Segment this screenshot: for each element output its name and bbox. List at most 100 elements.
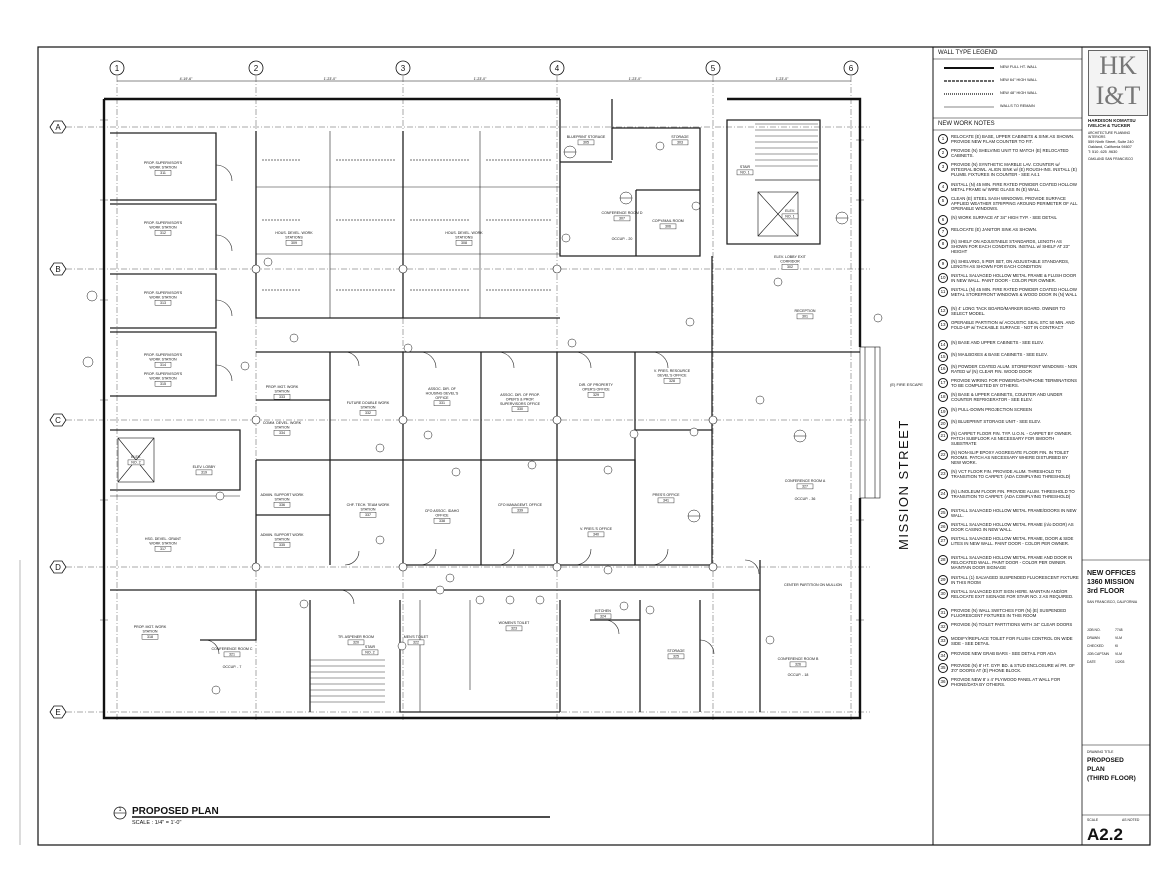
note-text: PROVIDE (N) TOILET PARTITIONS WITH 34" C…	[951, 622, 1073, 628]
note-item: 18(N) BASE & UPPER CABINETS, COUNTER AND…	[938, 392, 1080, 403]
room-number: 329	[593, 393, 599, 397]
occupancy-conf-d: OCCUP. - 20	[612, 237, 633, 241]
room-number: NO. 2	[365, 650, 374, 654]
note-text: (N) BLUEPRINT STORAGE UNIT - SEE ELEV.	[951, 418, 1041, 424]
note-number: 33	[938, 636, 948, 647]
door-swings	[204, 164, 760, 655]
note-number: 20	[938, 418, 948, 429]
room-number-box	[613, 215, 631, 222]
note-item: 12(N) 4' LONG TACK BOARD/MARKER BOARD. O…	[938, 306, 1080, 317]
room-number-box	[659, 223, 677, 230]
note-number: 23	[938, 469, 948, 480]
room-label-r11: ELEV.NO. 1	[781, 209, 799, 220]
note-number: 34	[938, 650, 948, 661]
note-number: 22	[938, 450, 948, 461]
room-number: 338	[439, 519, 445, 523]
room-number-box	[736, 169, 754, 176]
note-text: INSTALL SALVAGED HOLLOW METAL FRAME & FL…	[951, 272, 1077, 283]
drawing-title-2: PLAN	[1087, 766, 1105, 773]
note-item: 15(N) MAILBOXES & BASE CABINETS - SEE EL…	[938, 351, 1080, 362]
note-text: (N) LINOLEUM FLOOR FIN. PROVIDE ALUM. TH…	[951, 488, 1075, 499]
room-number-box	[154, 381, 172, 387]
note-number: 13	[938, 320, 948, 331]
room-number-box	[511, 406, 529, 412]
room-number: 337	[365, 513, 371, 517]
room-number: 319	[201, 470, 207, 474]
note-text: (N) SHELF ON ADJUSTABLE STANDARDS, LENGT…	[951, 239, 1070, 255]
grid-col-5: 5	[711, 64, 716, 73]
plan-title-block: 1 PROPOSED PLAN SCALE : 1/4" = 1'-0"	[113, 806, 550, 826]
grid-column-bubbles: 1 2 3 4 5 6	[109, 60, 859, 76]
note-number: 21	[938, 431, 948, 441]
note-text: PROVIDE WIRING FOR POWER/DATA/PHONE TERM…	[951, 378, 1077, 389]
note-text: OPERABLE PARTITION w/ ACOUSTIC SEAL STC …	[951, 320, 1075, 331]
grid-row-b: B	[55, 265, 60, 274]
interior-walls	[110, 99, 860, 713]
project-field-label: DATE	[1087, 660, 1096, 664]
room-name: KITCHEN	[595, 609, 611, 613]
note-text: PROVIDE NEW GRAB BARS - SEE DETAIL FOR A…	[951, 650, 1057, 656]
room-number: 334	[279, 431, 285, 435]
room-number: 301	[802, 314, 808, 318]
room-number: 307	[619, 216, 625, 220]
room-number-box	[671, 139, 689, 146]
room-name: CONFERENCE ROOM C	[212, 647, 253, 651]
grid-rows	[66, 126, 870, 713]
room-number-box	[587, 392, 605, 398]
room-number: 332	[365, 411, 371, 415]
note-text: (N) NON-SLIP EPOXY AGGREGATE FLOOR FIN. …	[951, 450, 1069, 466]
note-number: 10	[938, 272, 948, 283]
room-number-box	[796, 313, 814, 320]
drawing-title-3: (THIRD FLOOR)	[1087, 775, 1136, 782]
dim-2-3: 1'-23'-0"	[324, 77, 337, 81]
wall-legend-title: WALL TYPE LEGEND	[938, 50, 998, 56]
room-number-box	[587, 531, 605, 538]
grid-col-3: 3	[401, 64, 406, 73]
note-number: 3	[938, 162, 948, 173]
room-number-box	[273, 430, 291, 436]
room-name: CONFERENCE ROOM B	[778, 657, 819, 661]
room-number: 340	[593, 532, 599, 536]
room-name: ELEV.	[131, 455, 141, 459]
drawing-title-label: DRAWING TITLE	[1087, 750, 1114, 754]
room-number: 330	[517, 407, 523, 411]
project-field-label: JOB NO.	[1087, 628, 1101, 632]
note-text: MODIFY/REPLACE TOILET FOR FLUSH CONTROL …	[951, 636, 1073, 647]
structural-columns	[251, 264, 718, 572]
scale-label: SCALE	[1087, 818, 1099, 822]
project-city: SAN FRANCISCO, CALIFORNIA	[1087, 600, 1138, 604]
room-number: 328	[669, 379, 675, 383]
room-number: 302	[787, 265, 793, 269]
room-number-box	[223, 651, 241, 658]
room-name: ASSOC. DIR. OF PROP.OPER'S & PROP.SUPERV…	[500, 393, 541, 406]
room-name: CFO MANAGEMT. OFFICE	[498, 503, 543, 507]
room-name: STORAGE	[671, 135, 689, 139]
scale-value: AS NOTED	[1122, 818, 1140, 822]
exterior-walls	[102, 97, 862, 720]
window-ticks	[100, 119, 864, 621]
note-item: 22(N) NON-SLIP EPOXY AGGREGATE FLOOR FIN…	[938, 450, 1080, 465]
